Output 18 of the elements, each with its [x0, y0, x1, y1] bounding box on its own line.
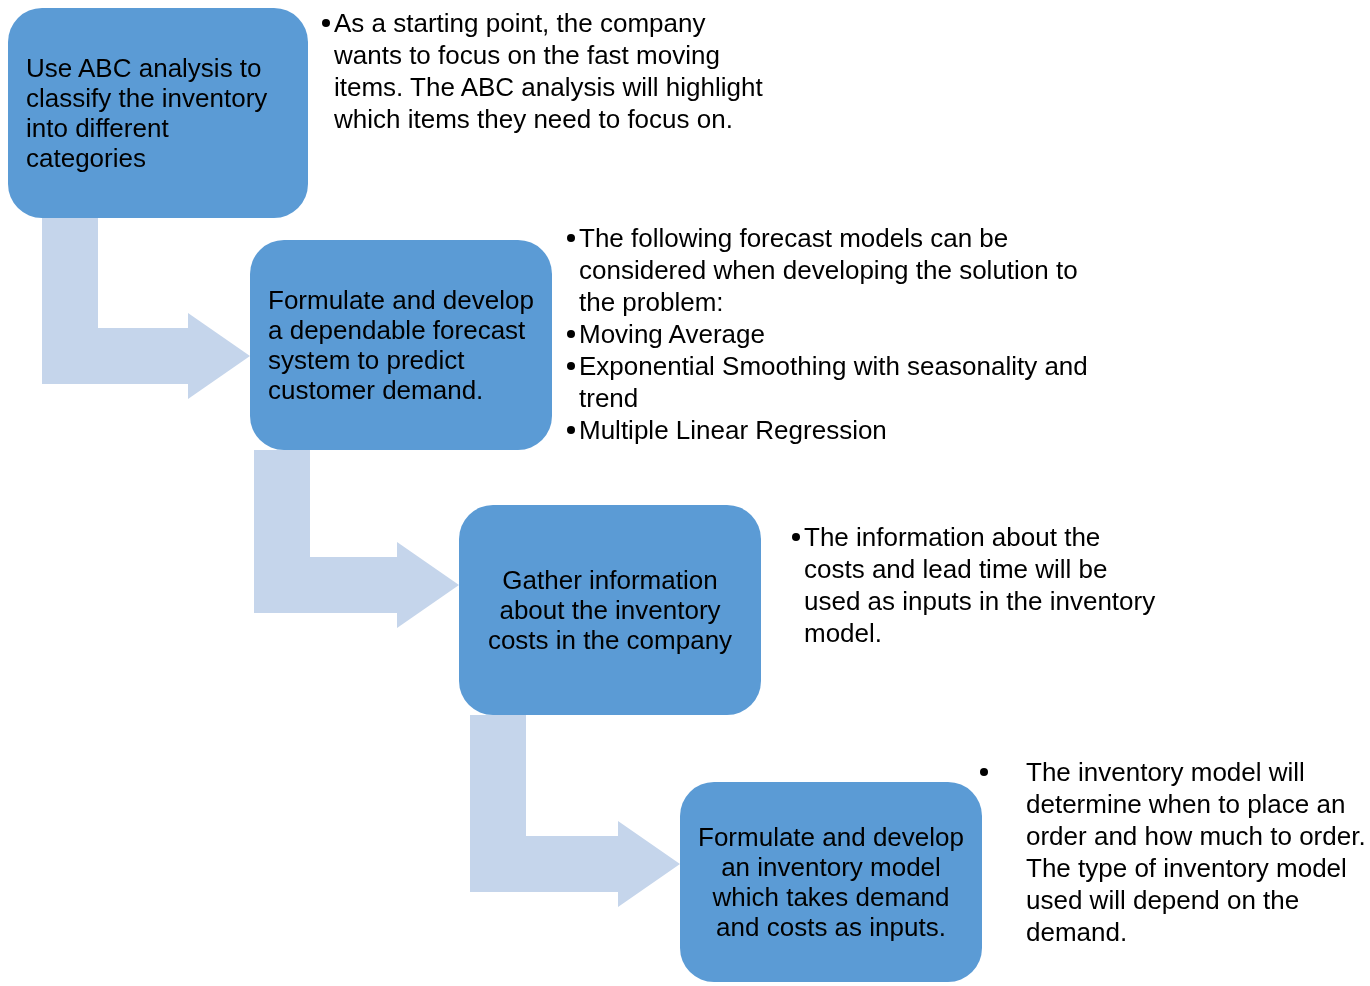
bullet-text: Moving Average	[579, 318, 765, 350]
process-box	[680, 782, 982, 982]
box-text: Formulate and develop an inventory model which takes demand and costs as inputs.	[698, 822, 964, 942]
process-box	[250, 240, 552, 450]
bent-arrow	[470, 715, 680, 907]
box-text: Gather information about the inventory costs in the company	[486, 565, 734, 655]
bullet-text: The inventory model will determine when to place an order and how much to order. The type of inventory model used will depend on the demand.	[1026, 756, 1366, 948]
bullet-text: The following forecast models can be considered when developing the solution to the problem:	[579, 222, 1079, 318]
bullet-text: Multiple Linear Regression	[579, 414, 887, 446]
box-text: Formulate and develop a dependable forecast system to predict customer demand.	[268, 285, 534, 405]
process-box	[459, 505, 761, 715]
bullet-text: As a starting point, the company wants to focus on the fast moving items. The ABC analysis will highlight which items they need to focus on.	[334, 7, 764, 135]
box-text: Use ABC analysis to classify the inventory into different categories	[26, 53, 269, 173]
bent-arrow	[254, 450, 459, 628]
bullet-text: The information about the costs and lead time will be used as inputs in the inventory model.	[804, 521, 1157, 649]
bullet-text: Exponential Smoothing with seasonality and trend	[579, 350, 1089, 414]
process-box	[8, 8, 308, 218]
bent-arrow	[42, 218, 250, 399]
